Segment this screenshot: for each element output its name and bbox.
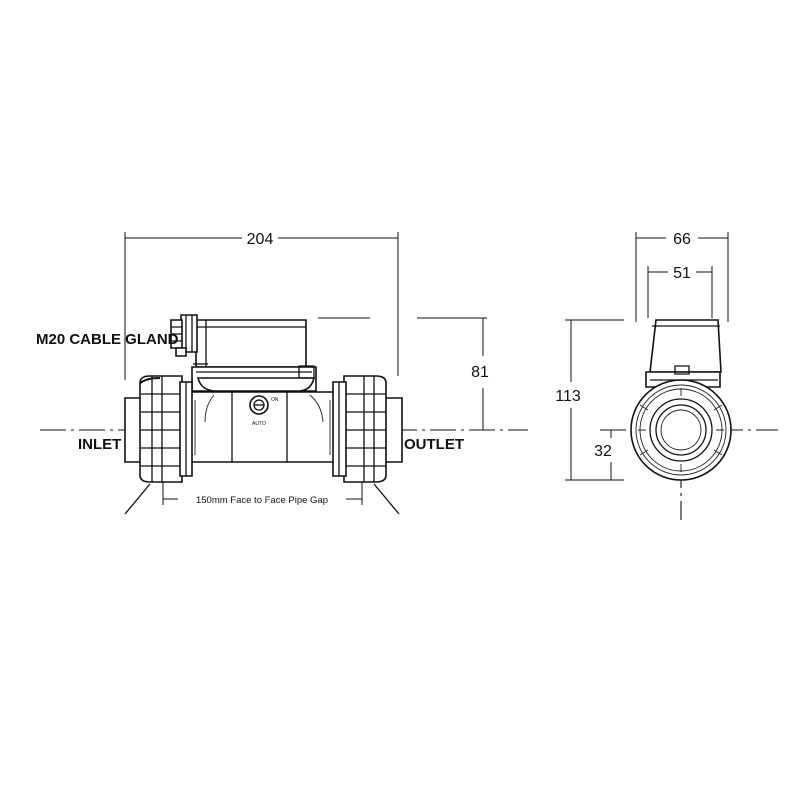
sensor-housing (191, 319, 317, 392)
switch-auto-label: AUTO (252, 421, 266, 427)
cable-gland-label: M20 CABLE GLAND (36, 331, 179, 348)
dim-204: 204 (247, 231, 274, 248)
height-dimension: 81 (318, 317, 489, 430)
dim-113: 113 (555, 388, 581, 405)
centre-height-dimension: 32 (594, 430, 612, 480)
dim-51: 51 (673, 265, 691, 282)
dim-81: 81 (471, 364, 489, 381)
outlet-leader-line (373, 483, 400, 515)
dim-32: 32 (594, 443, 612, 460)
overall-height-dimension: 113 (555, 319, 624, 481)
pipe-gap-dimension: 150mm Face to Face Pipe Gap (162, 482, 363, 506)
inlet-union-nut (124, 375, 193, 483)
side-housing (645, 319, 722, 388)
cable-gland (170, 314, 198, 357)
inlet-label: INLET (78, 436, 121, 453)
width-inner-dimension: 51 (647, 265, 713, 318)
switch-on-label: ON (271, 397, 279, 403)
pipe-end-view (630, 379, 732, 481)
outlet-union-nut (332, 375, 403, 483)
outlet-label: OUTLET (404, 436, 464, 453)
width-outer-dimension: 66 (635, 231, 729, 322)
inlet-leader-line (124, 483, 151, 515)
front-view: ON AUTO M20 CABLE GLAND INLET OU (36, 231, 528, 515)
overall-length-dimension: 204 (124, 231, 399, 380)
side-view: 66 51 113 32 (555, 231, 778, 520)
pipe-gap-label: 150mm Face to Face Pipe Gap (196, 495, 328, 506)
dim-66: 66 (673, 231, 691, 248)
mode-switch: ON AUTO (249, 395, 279, 427)
